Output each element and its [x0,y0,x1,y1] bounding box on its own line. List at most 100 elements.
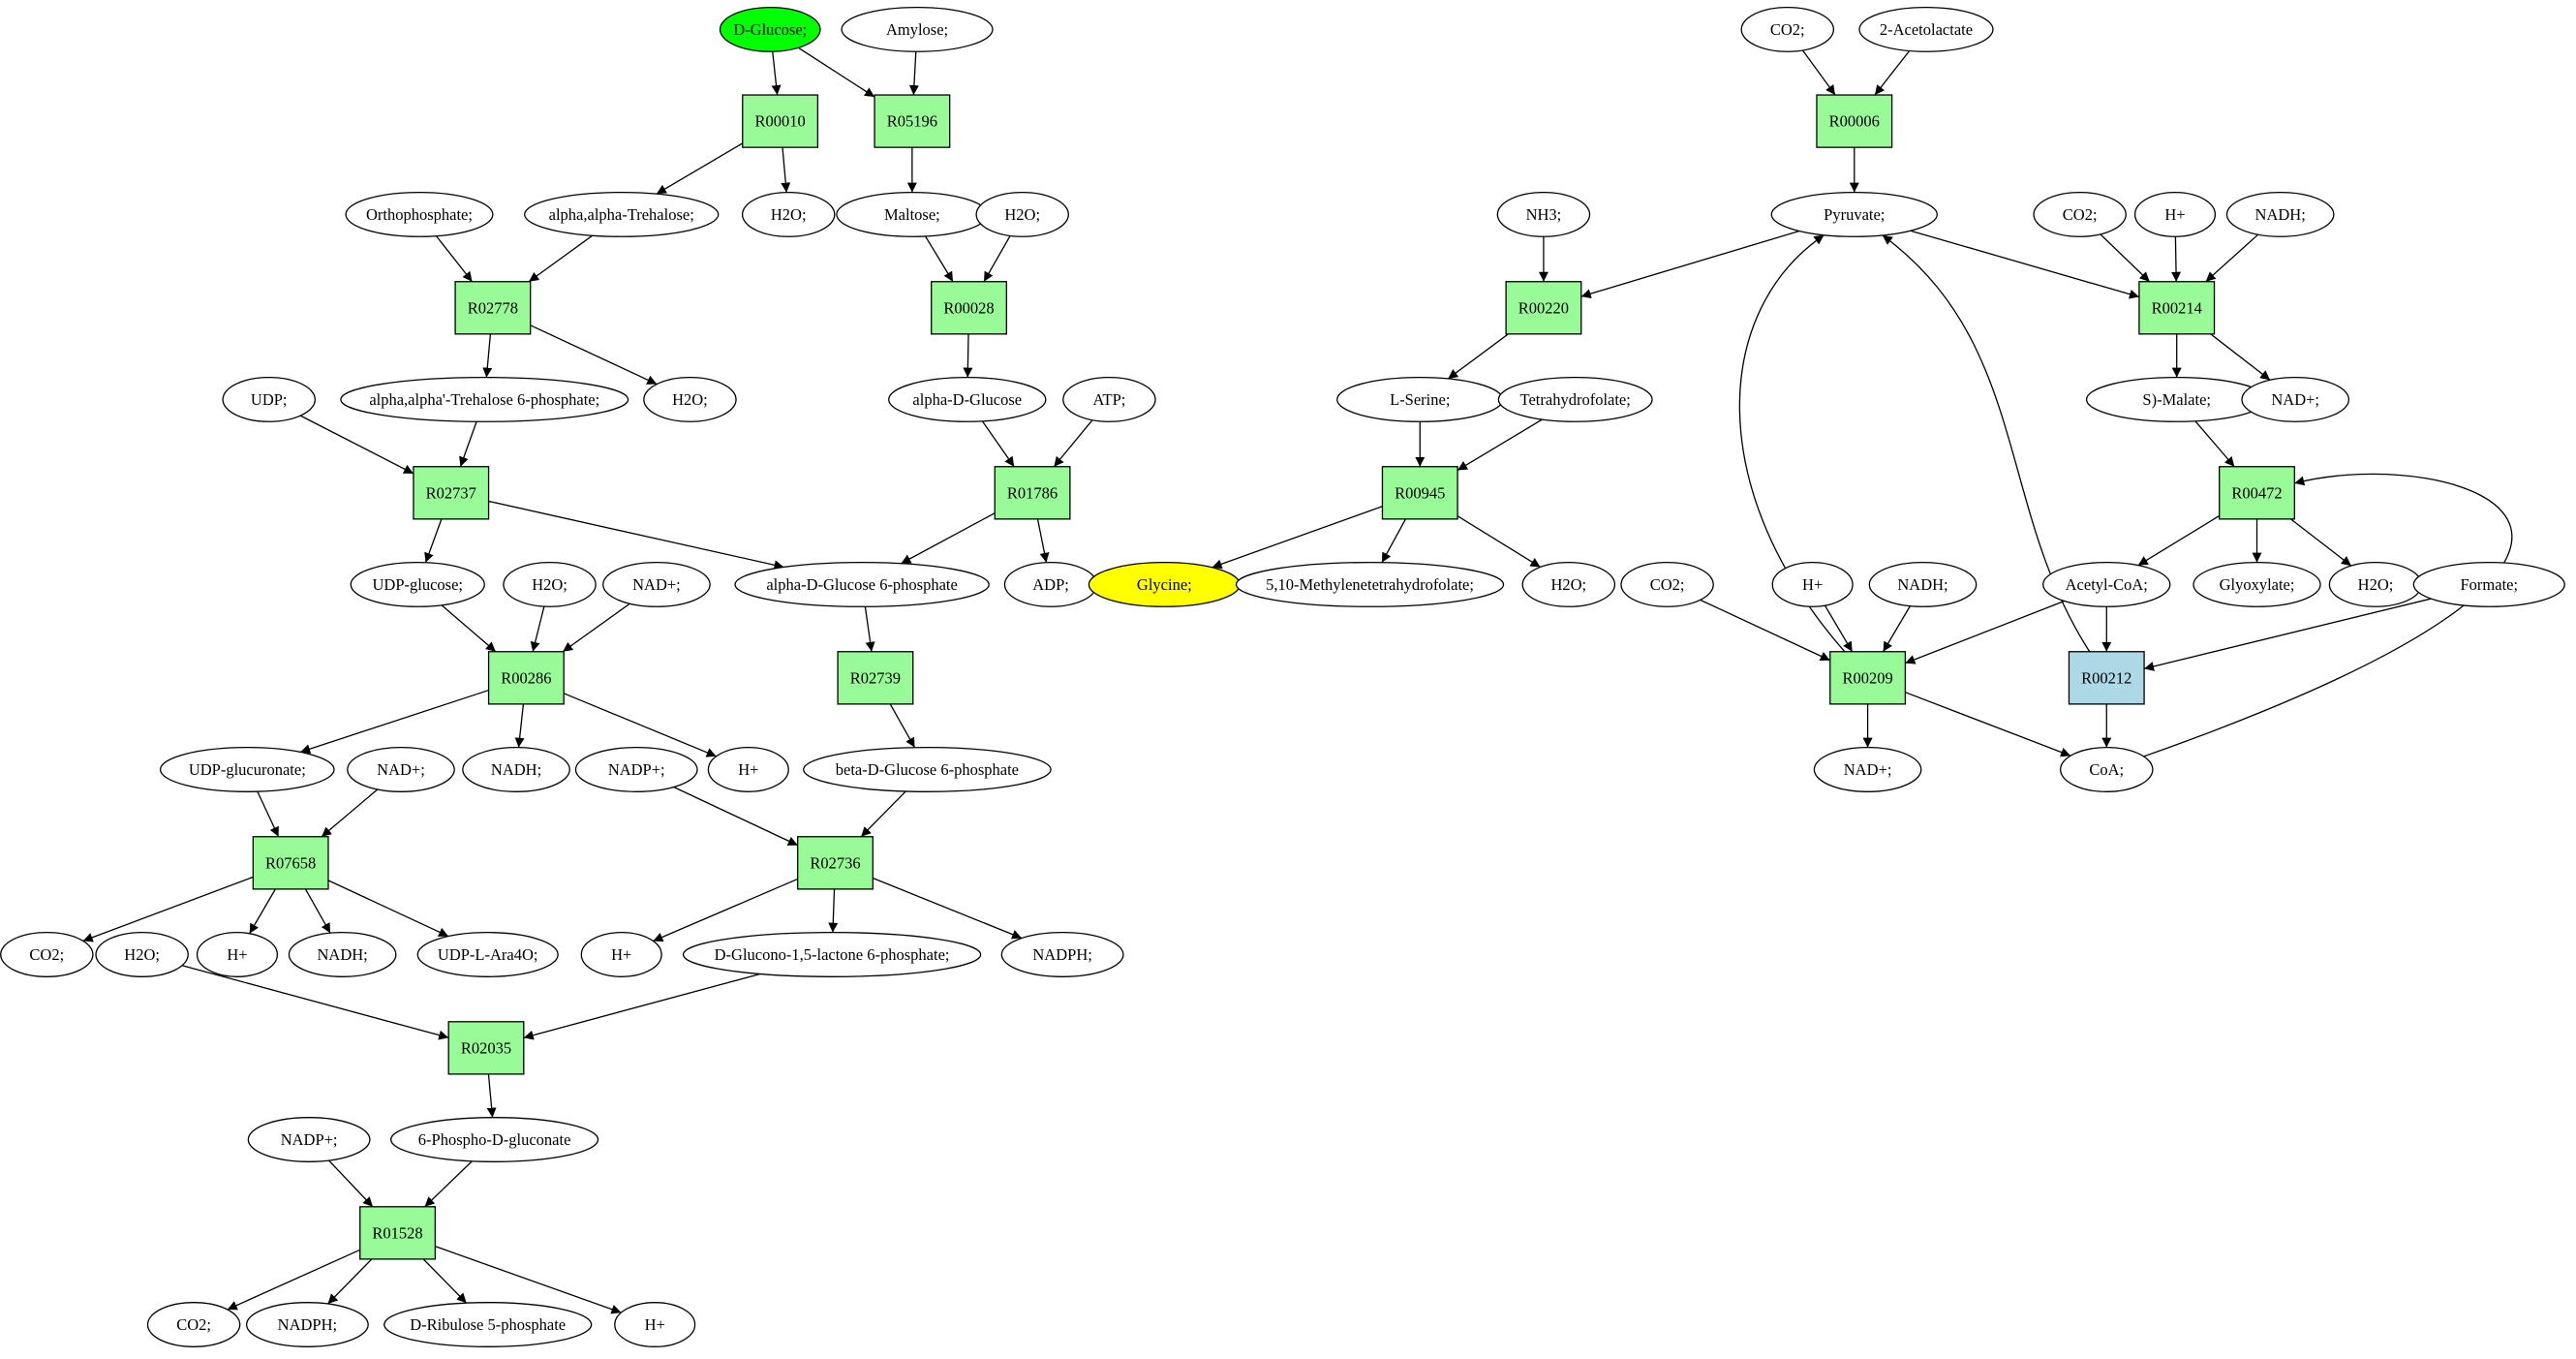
reaction-node-R00010[interactable]: R00010 [742,94,819,148]
metabolite-node-m_h2o_g[interactable]: H2O; [2328,561,2423,607]
reaction-node-R02736[interactable]: R02736 [797,836,874,890]
metabolite-node-m_ribulose5p[interactable]: D-Ribulose 5-phosphate [383,1302,593,1347]
metabolite-node-m_nad_a[interactable]: NAD+; [602,561,711,607]
edge-m_bdg6p-to-R02736 [860,790,906,838]
metabolite-node-m_glucono[interactable]: D-Glucono-1,5-lactone 6-phosphate; [682,932,982,977]
metabolite-node-m_nad_d[interactable]: NAD+; [1813,747,1922,792]
metabolite-node-m_adg6p[interactable]: alpha-D-Glucose 6-phosphate [734,561,990,607]
reaction-label: R02778 [468,298,518,317]
metabolite-node-m_nad_c[interactable]: NAD+; [2241,376,2350,422]
metabolite-node-m_nh3[interactable]: NH3; [1496,191,1591,237]
metabolite-node-m_bdg6p[interactable]: beta-D-Glucose 6-phosphate [803,747,1052,792]
metabolite-node-m_amylose[interactable]: Amylose; [841,6,994,52]
reaction-label: R01528 [372,1223,422,1242]
reaction-node-R00006[interactable]: R00006 [1816,94,1893,148]
metabolite-node-m_udpglucose[interactable]: UDP-glucose; [350,561,485,607]
reaction-node-R02035[interactable]: R02035 [447,1021,525,1075]
reaction-node-R02778[interactable]: R02778 [454,281,532,335]
reaction-label: R00472 [2231,483,2282,502]
metabolite-node-m_h2o_b[interactable]: H2O; [975,191,1069,237]
reaction-node-R00945[interactable]: R00945 [1381,466,1458,520]
reaction-node-R02737[interactable]: R02737 [413,466,490,520]
metabolite-node-m_trehalose[interactable]: alpha,alpha-Trehalose; [524,191,720,237]
metabolite-node-m_h2o_a[interactable]: H2O; [741,191,836,237]
metabolite-node-m_nadph_a[interactable]: NADPH; [1000,932,1124,977]
metabolite-node-m_pyruvate[interactable]: Pyruvate; [1770,191,1938,237]
edge-m_h2o_e-to-R02035 [181,965,449,1040]
metabolite-ellipse [643,376,737,422]
reaction-node-R01528[interactable]: R01528 [359,1206,437,1260]
reaction-node-R05196[interactable]: R05196 [874,94,951,148]
metabolite-node-m_co2_d[interactable]: CO2; [2033,191,2127,237]
metabolite-ellipse [682,932,982,977]
edge-R07658-to-m_hplus_b [249,888,276,935]
metabolite-node-m_h2o_e[interactable]: H2O; [95,932,189,977]
metabolite-node-m_co2_b[interactable]: CO2; [146,1302,241,1347]
metabolite-node-m_atp[interactable]: ATP; [1062,376,1156,422]
metabolite-node-m_hplus_e[interactable]: H+ [2133,191,2217,237]
metabolite-ellipse [247,1117,371,1162]
metabolite-node-m_6pgluconate[interactable]: 6-Phospho-D-gluconate [390,1117,599,1162]
metabolite-node-m_udpglucuronate[interactable]: UDP-glucuronate; [159,747,335,792]
metabolite-node-m_nadp_b[interactable]: NADP+; [247,1117,371,1162]
metabolite-node-m_glyoxylate[interactable]: Glyoxylate; [2193,561,2321,607]
metabolite-label: UDP-glucose; [373,575,464,594]
metabolite-node-m_h2o_f[interactable]: H2O; [1521,561,1616,607]
metabolite-ellipse [524,191,720,237]
metabolite-node-m_nadh_c[interactable]: NADH; [2225,191,2335,237]
metabolite-node-m_nadh_d[interactable]: NADH; [1868,561,1978,607]
metabolite-node-m_hplus_a[interactable]: H+ [707,747,789,792]
metabolite-node-m_coa[interactable]: CoA; [2060,747,2154,792]
metabolite-node-m_nadp_a[interactable]: NADP+; [574,747,698,792]
reaction-node-R00214[interactable]: R00214 [2138,281,2216,335]
edge-R00010-to-m_trehalose [656,142,744,195]
metabolite-node-m_hplus_d[interactable]: H+ [614,1302,696,1347]
reaction-node-R00472[interactable]: R00472 [2219,466,2295,520]
reaction-node-R00212[interactable]: R00212 [2068,651,2145,705]
metabolite-node-m_alphadglucose[interactable]: alpha-D-Glucose [888,376,1047,422]
metabolite-node-m_adp[interactable]: ADP; [1003,561,1098,607]
metabolite-ellipse [1868,561,1978,607]
reaction-node-R00209[interactable]: R00209 [1829,651,1907,705]
metabolite-node-m_udp_a[interactable]: UDP; [222,376,316,422]
metabolite-ellipse [2033,191,2127,237]
metabolite-node-m_co2_e[interactable]: CO2; [1620,561,1714,607]
metabolite-node-m_co2_a[interactable]: CO2; [0,932,94,977]
metabolite-node-m_formate[interactable]: Formate; [2412,561,2565,607]
reaction-node-R01786[interactable]: R01786 [994,466,1071,520]
metabolite-ellipse [1620,561,1714,607]
reaction-node-R00220[interactable]: R00220 [1505,281,1582,335]
metabolite-node-m_udplara4o[interactable]: UDP-L-Ara4O; [416,932,559,977]
metabolite-node-m_nadph_b[interactable]: NADPH; [245,1302,369,1347]
metabolite-node-m_h2o_c[interactable]: H2O; [643,376,737,422]
metabolite-node-m_maltose[interactable]: Maltose; [836,191,989,237]
metabolite-node-m_hplus_b[interactable]: H+ [196,932,279,977]
metabolite-node-m_methylenethf[interactable]: 5,10-Methylenetetrahydrofolate; [1235,561,1505,607]
metabolite-label: NADH; [2255,205,2306,224]
reaction-node-R00028[interactable]: R00028 [931,281,1007,335]
metabolite-node-m_co2_c[interactable]: CO2; [1740,6,1835,52]
metabolite-label: H2O; [2358,575,2394,594]
metabolite-node-m_hplus_c[interactable]: H+ [580,932,662,977]
metabolite-node-m_glycine[interactable]: Glycine; [1088,561,1241,607]
reaction-box [454,281,532,335]
metabolite-node-m_dglucose[interactable]: D-Glucose; [719,6,821,52]
metabolite-node-m_trehalose6p[interactable]: alpha,alpha'-Trehalose 6-phosphate; [340,376,629,422]
metabolite-node-m_acetolactate[interactable]: 2-Acetolactate [1858,6,1994,52]
metabolite-node-m_h2o_d[interactable]: H2O; [503,561,597,607]
edge-m_nadh_c-to-R00214 [2205,233,2259,283]
metabolite-node-m_hplus_f[interactable]: H+ [1771,561,1854,607]
metabolite-node-m_thf[interactable]: Tetrahydrofolate; [1497,376,1653,422]
metabolite-node-m_acetylcoa[interactable]: Acetyl-CoA; [2042,561,2171,607]
metabolite-label: Orthophosphate; [366,205,473,224]
metabolite-node-m_nad_b[interactable]: NAD+; [347,747,455,792]
reaction-node-R07658[interactable]: R07658 [252,836,329,890]
metabolite-node-m_nadh_a[interactable]: NADH; [462,747,570,792]
reaction-node-R00286[interactable]: R00286 [487,651,565,705]
metabolite-node-m_smalate[interactable]: S)-Malate; [2085,376,2268,422]
metabolite-label: ADP; [1032,575,1069,594]
reaction-node-R02739[interactable]: R02739 [837,651,914,705]
metabolite-node-m_nadh_b[interactable]: NADH; [288,932,397,977]
metabolite-node-m_lserine[interactable]: L-Serine; [1336,376,1504,422]
metabolite-node-m_orthophosphate[interactable]: Orthophosphate; [345,191,494,237]
